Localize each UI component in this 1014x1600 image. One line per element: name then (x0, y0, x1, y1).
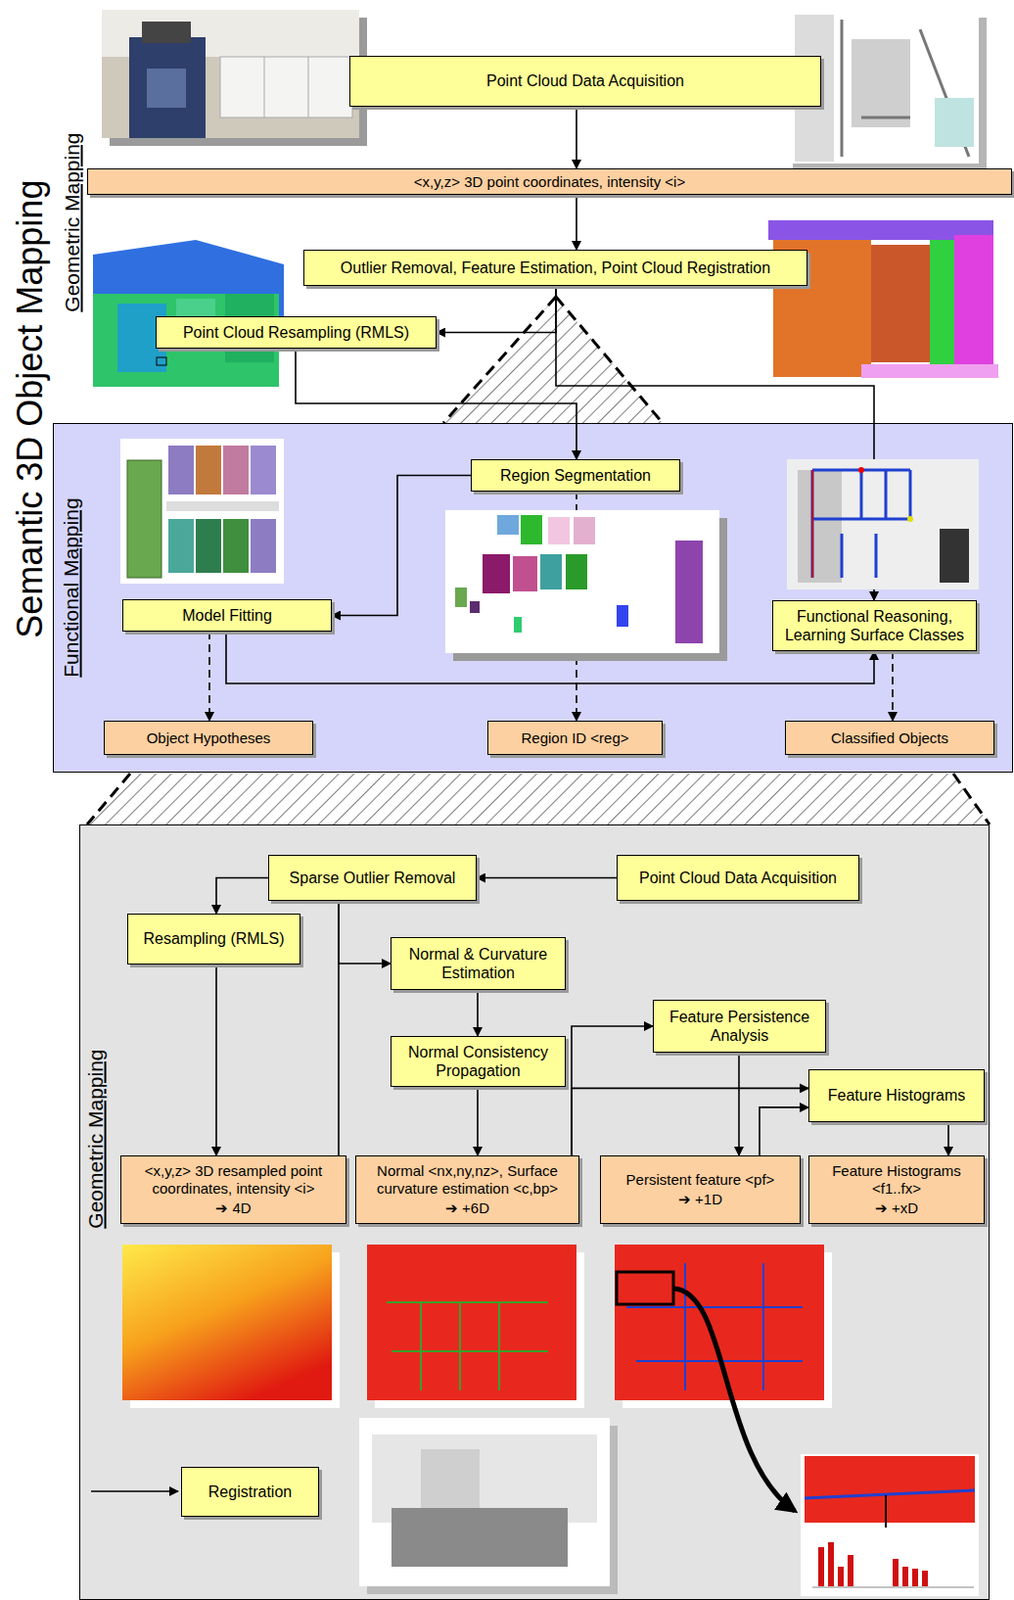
zoom-line (87, 773, 131, 825)
box-text: Point Cloud Resampling (RMLS) (183, 322, 410, 342)
diagram-title: Semantic 3D Object Mapping (9, 179, 50, 638)
box-text: Model Fitting (182, 605, 273, 625)
box-text: Functional Reasoning, Learning Surface C… (779, 606, 970, 645)
process-box: Point Cloud Resampling (RMLS) (155, 316, 437, 349)
box-text: Normal & Curvature Estimation (397, 944, 559, 982)
input-arrow (91, 1489, 179, 1492)
box-text: Point Cloud Data Acquisition (639, 868, 837, 887)
box-text: Normal Consistency Propagation (397, 1042, 559, 1080)
connector (216, 877, 269, 915)
robot-photo (101, 9, 368, 146)
process-box: Outlier Removal, Feature Estimation, Poi… (303, 249, 808, 286)
panel-fill (52, 422, 1014, 773)
panel: Functional Mapping Region SegmentationMod… (52, 422, 1014, 773)
box-text: Object Hypotheses (146, 729, 272, 747)
output-box: <x,y,z> 3D point coordinates, intensity … (87, 168, 1013, 195)
box-text: Persistent feature <pf> (626, 1170, 776, 1189)
connector (947, 1121, 950, 1155)
process-box: Region Segmentation (470, 459, 681, 492)
connector (575, 106, 578, 169)
box-text: Resampling (RMLS) (142, 928, 284, 948)
output-box: Object Hypotheses (103, 720, 314, 755)
process-box: Model Fitting (122, 599, 332, 632)
box-text: Point Cloud Data Acquisition (486, 71, 685, 91)
connector (337, 900, 340, 1155)
dimension-note: ➔ +6D (445, 1198, 490, 1217)
process-box: Point Cloud Data Acquisition (349, 55, 822, 107)
output-box: Persistent feature <pf>➔ +1D (599, 1154, 801, 1224)
connector (571, 1087, 809, 1155)
box-text: Region ID <reg> (520, 729, 629, 747)
histogram-figure (800, 1453, 979, 1596)
box-text: Normal <nx,ny,nz>, Surface curvature est… (362, 1161, 573, 1198)
process-box: Resampling (RMLS) (127, 913, 301, 965)
box-text: Region Segmentation (500, 465, 651, 485)
dimension-note: ➔ +1D (678, 1190, 723, 1208)
resampled-cloud (87, 234, 291, 392)
region-segmentation-figure (445, 509, 728, 661)
connector (571, 1025, 653, 1155)
functional-reasoning-figure (786, 459, 979, 590)
connector (476, 1086, 479, 1155)
process-box: Feature Persistence Analysis (652, 999, 827, 1053)
process-box: Registration (181, 1466, 320, 1517)
process-box: Sparse Outlier Removal (268, 854, 477, 901)
zoom-arrow (673, 1288, 795, 1511)
process-box: Functional Reasoning, Learning Surface C… (772, 599, 977, 651)
output-box: Region ID <reg> (487, 720, 663, 755)
box-text: Feature Histograms (828, 1085, 967, 1105)
dimension-note: ➔ +xD (875, 1198, 919, 1217)
box-text: <x,y,z> 3D point coordinates, intensity … (414, 173, 686, 191)
box-text: Outlier Removal, Feature Estimation, Poi… (340, 258, 771, 277)
box-text: Feature Persistence Analysis (659, 1007, 820, 1045)
connector (208, 631, 211, 721)
registered-scan (359, 1417, 618, 1594)
panel-heading: Geometric Mapping (83, 1048, 107, 1228)
process-box: Feature Histograms (808, 1068, 985, 1122)
section-label: Geometric Mapping (59, 132, 84, 312)
box-text: Registration (208, 1481, 292, 1501)
connector (338, 900, 391, 964)
registered-cloud (759, 214, 1005, 383)
dimension-note: ➔ 4D (215, 1198, 251, 1217)
connector (575, 194, 578, 250)
connector (759, 1106, 809, 1155)
box-text: Classified Objects (830, 729, 949, 747)
process-box: Normal Consistency Propagation (390, 1035, 566, 1087)
connector (295, 348, 577, 460)
panel-heading: Functional Mapping (58, 497, 83, 677)
output-box: <x,y,z> 3D resampled point coordinates, … (120, 1154, 347, 1224)
connector (891, 650, 894, 721)
output-box: Classified Objects (784, 720, 995, 755)
connector (436, 285, 556, 333)
panel-fill (79, 824, 990, 1600)
hatched-zoom (87, 773, 990, 825)
process-box: Point Cloud Data Acquisition (616, 854, 860, 901)
output-box: Normal <nx,ny,nz>, Surface curvature est… (355, 1154, 580, 1224)
box-text: Feature Histograms <f1..fx> (815, 1161, 978, 1198)
process-box: Normal & Curvature Estimation (390, 936, 566, 990)
zoom-line (953, 773, 990, 825)
connector (476, 989, 479, 1036)
box-text: Sparse Outlier Removal (289, 868, 457, 887)
connector (737, 1052, 740, 1155)
box-text: <x,y,z> 3D resampled point coordinates, … (127, 1161, 340, 1198)
panel: Geometric MappingSparse Outlier RemovalP… (79, 824, 990, 1600)
connector (476, 876, 617, 879)
connector (215, 964, 218, 1155)
output-box: Feature Histograms <f1..fx>➔ +xD (808, 1154, 985, 1224)
model-fitting-figure (120, 438, 284, 584)
